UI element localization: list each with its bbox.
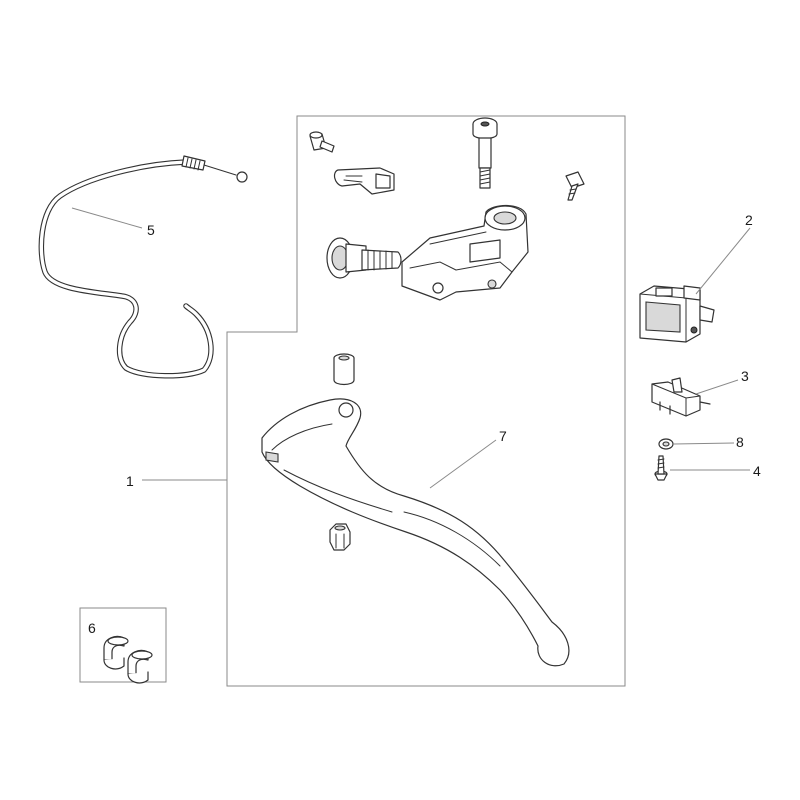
leader-8 — [673, 442, 735, 445]
nut — [329, 523, 351, 551]
clip-frame — [79, 607, 167, 683]
leader-2 — [695, 227, 751, 295]
callout-1: 1 — [126, 473, 134, 489]
callout-3: 3 — [741, 368, 749, 384]
leader-7 — [429, 439, 497, 489]
lever-bracket — [401, 204, 529, 301]
callout-2: 2 — [745, 212, 753, 228]
callout-6: 6 — [88, 620, 96, 636]
small-bolt — [309, 131, 335, 153]
switch-screw — [654, 455, 668, 481]
callout-8: 8 — [736, 434, 744, 450]
clutch-cable — [38, 155, 248, 379]
bushing — [333, 353, 355, 386]
callout-5: 5 — [147, 222, 155, 238]
leader-3 — [695, 379, 739, 395]
switch-body — [639, 285, 715, 343]
micro-switch — [651, 377, 711, 417]
pivot-bolt — [472, 117, 498, 189]
small-screw — [565, 171, 585, 201]
assembly-frame — [226, 115, 626, 687]
leader-5 — [71, 207, 143, 229]
cable-bracket — [333, 167, 395, 195]
clutch-lever — [261, 398, 570, 667]
washer — [658, 438, 674, 450]
cable-clips — [103, 635, 153, 684]
callout-7: 7 — [499, 428, 507, 444]
adjuster-screw — [326, 237, 402, 279]
callout-4: 4 — [753, 463, 761, 479]
